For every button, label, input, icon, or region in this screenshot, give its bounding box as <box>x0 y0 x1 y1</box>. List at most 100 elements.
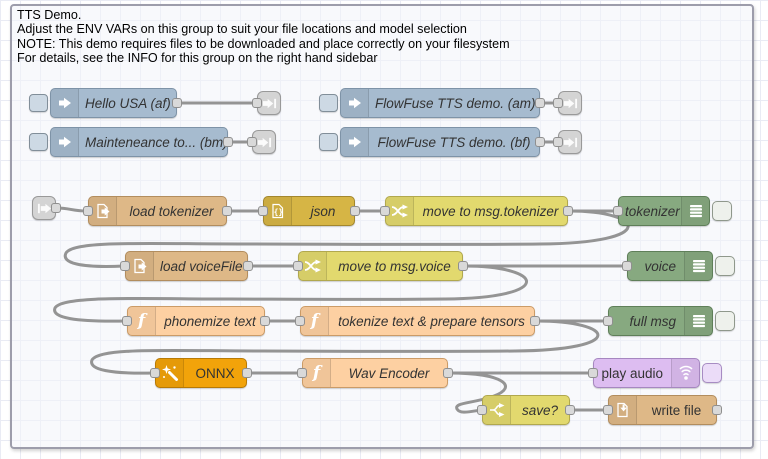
shuffle-icon <box>299 252 327 280</box>
input-port[interactable] <box>622 261 632 271</box>
node-label: voice <box>644 258 676 274</box>
input-port[interactable] <box>588 368 598 378</box>
group-description-line: TTS Demo. <box>17 8 82 22</box>
link-in-icon <box>33 197 55 219</box>
node-wav-encoder[interactable]: f Wav Encoder <box>297 358 453 388</box>
node-move-to-msg-voice[interactable]: move to msg.voice <box>293 251 468 281</box>
input-port[interactable] <box>295 316 305 326</box>
node-link-out[interactable] <box>553 130 582 154</box>
node-load-tokenizer[interactable]: load tokenizer <box>83 196 232 226</box>
input-port[interactable] <box>613 206 623 216</box>
node-link-in[interactable] <box>32 196 61 220</box>
wire[interactable] <box>63 209 630 268</box>
node-link-out[interactable] <box>247 130 276 154</box>
inject-arrow-icon <box>341 89 369 117</box>
output-port[interactable] <box>458 261 468 271</box>
node-phonemize-text[interactable]: f phonemize text <box>122 306 270 336</box>
input-port[interactable] <box>293 261 303 271</box>
wire[interactable] <box>447 371 507 414</box>
input-port[interactable] <box>477 405 487 415</box>
input-port[interactable] <box>258 206 268 216</box>
node-inject-flowfuse-bf[interactable]: FlowFuse TTS demo. (bf) <box>340 127 545 157</box>
output-port[interactable] <box>243 261 253 271</box>
node-label: move to msg.tokenizer <box>422 203 559 219</box>
inject-arrow-icon <box>51 128 79 156</box>
node-label: FlowFuse TTS demo. (am) <box>375 95 536 111</box>
output-port[interactable] <box>443 368 453 378</box>
node-write-file[interactable]: write file <box>603 395 722 425</box>
node-play-audio[interactable]: play audio <box>588 358 700 388</box>
debug-list-icon <box>684 307 712 335</box>
inject-button[interactable] <box>29 133 48 151</box>
node-onnx[interactable]: ONNX <box>150 358 252 388</box>
link-out-icon <box>253 131 275 153</box>
link-out-icon <box>258 92 280 114</box>
input-port[interactable] <box>120 261 130 271</box>
switch-fork-icon <box>483 396 511 424</box>
node-inject-hello-usa[interactable]: Hello USA (af) <box>50 88 182 118</box>
node-debug-voice[interactable]: voice <box>622 251 713 281</box>
output-port[interactable] <box>172 98 182 108</box>
node-link-out[interactable] <box>553 91 582 115</box>
output-port[interactable] <box>712 405 722 415</box>
input-port[interactable] <box>247 137 257 147</box>
node-debug-tokenizer[interactable]: tokenizer <box>613 196 710 226</box>
group-description-line: For details, see the INFO for this group… <box>17 50 378 65</box>
input-port[interactable] <box>122 316 132 326</box>
node-save-switch[interactable]: save? <box>477 395 575 425</box>
debug-list-icon <box>684 252 712 280</box>
node-label: phonemize text <box>164 313 256 329</box>
output-port[interactable] <box>223 137 233 147</box>
file-read-icon <box>89 197 117 225</box>
input-port[interactable] <box>603 405 613 415</box>
debug-toggle-button[interactable] <box>715 311 735 331</box>
input-port[interactable] <box>553 137 563 147</box>
input-port[interactable] <box>380 206 390 216</box>
input-port[interactable] <box>83 206 93 216</box>
node-label: write file <box>651 402 702 418</box>
play-audio-button[interactable] <box>702 363 722 383</box>
inject-arrow-icon <box>341 128 369 156</box>
output-port[interactable] <box>563 206 573 216</box>
file-write-icon <box>609 396 637 424</box>
group-description: TTS Demo. Adjust the ENV VARs on this gr… <box>17 8 510 65</box>
output-port[interactable] <box>51 203 61 213</box>
function-f-icon: f <box>301 307 329 335</box>
node-load-voicefile[interactable]: load voiceFile <box>120 251 253 281</box>
input-port[interactable] <box>150 368 160 378</box>
output-port[interactable] <box>350 206 360 216</box>
input-port[interactable] <box>603 316 613 326</box>
node-label: ONNX <box>195 365 235 381</box>
inject-button[interactable] <box>29 94 48 112</box>
inject-button[interactable] <box>319 94 338 112</box>
inject-button[interactable] <box>319 133 338 151</box>
output-port[interactable] <box>565 405 575 415</box>
debug-toggle-button[interactable] <box>712 201 732 221</box>
input-port[interactable] <box>553 98 563 108</box>
node-label: load tokenizer <box>129 203 214 219</box>
file-read-icon <box>126 252 154 280</box>
input-port[interactable] <box>297 368 307 378</box>
debug-toggle-button[interactable] <box>715 256 735 276</box>
output-port[interactable] <box>535 98 545 108</box>
output-port[interactable] <box>260 316 270 326</box>
node-inject-maintenance[interactable]: Mainteneance to... (bm) <box>50 127 233 157</box>
node-debug-full-msg[interactable]: full msg <box>603 306 713 336</box>
node-json[interactable]: {} json <box>258 196 360 226</box>
output-port[interactable] <box>222 206 232 216</box>
output-port[interactable] <box>535 137 545 147</box>
link-out-icon <box>559 92 581 114</box>
debug-list-icon <box>681 197 709 225</box>
wire[interactable] <box>53 264 528 323</box>
inject-arrow-icon <box>51 89 79 117</box>
output-port[interactable] <box>530 316 540 326</box>
input-port[interactable] <box>252 98 262 108</box>
node-inject-flowfuse-am[interactable]: FlowFuse TTS demo. (am) <box>340 88 545 118</box>
node-move-to-msg-tokenizer[interactable]: move to msg.tokenizer <box>380 196 573 226</box>
node-tokenize-text[interactable]: f tokenize text & prepare tensors <box>295 306 540 336</box>
wire[interactable] <box>90 319 600 375</box>
speaker-waves-icon <box>671 359 699 387</box>
node-link-out[interactable] <box>252 91 281 115</box>
output-port[interactable] <box>242 368 252 378</box>
